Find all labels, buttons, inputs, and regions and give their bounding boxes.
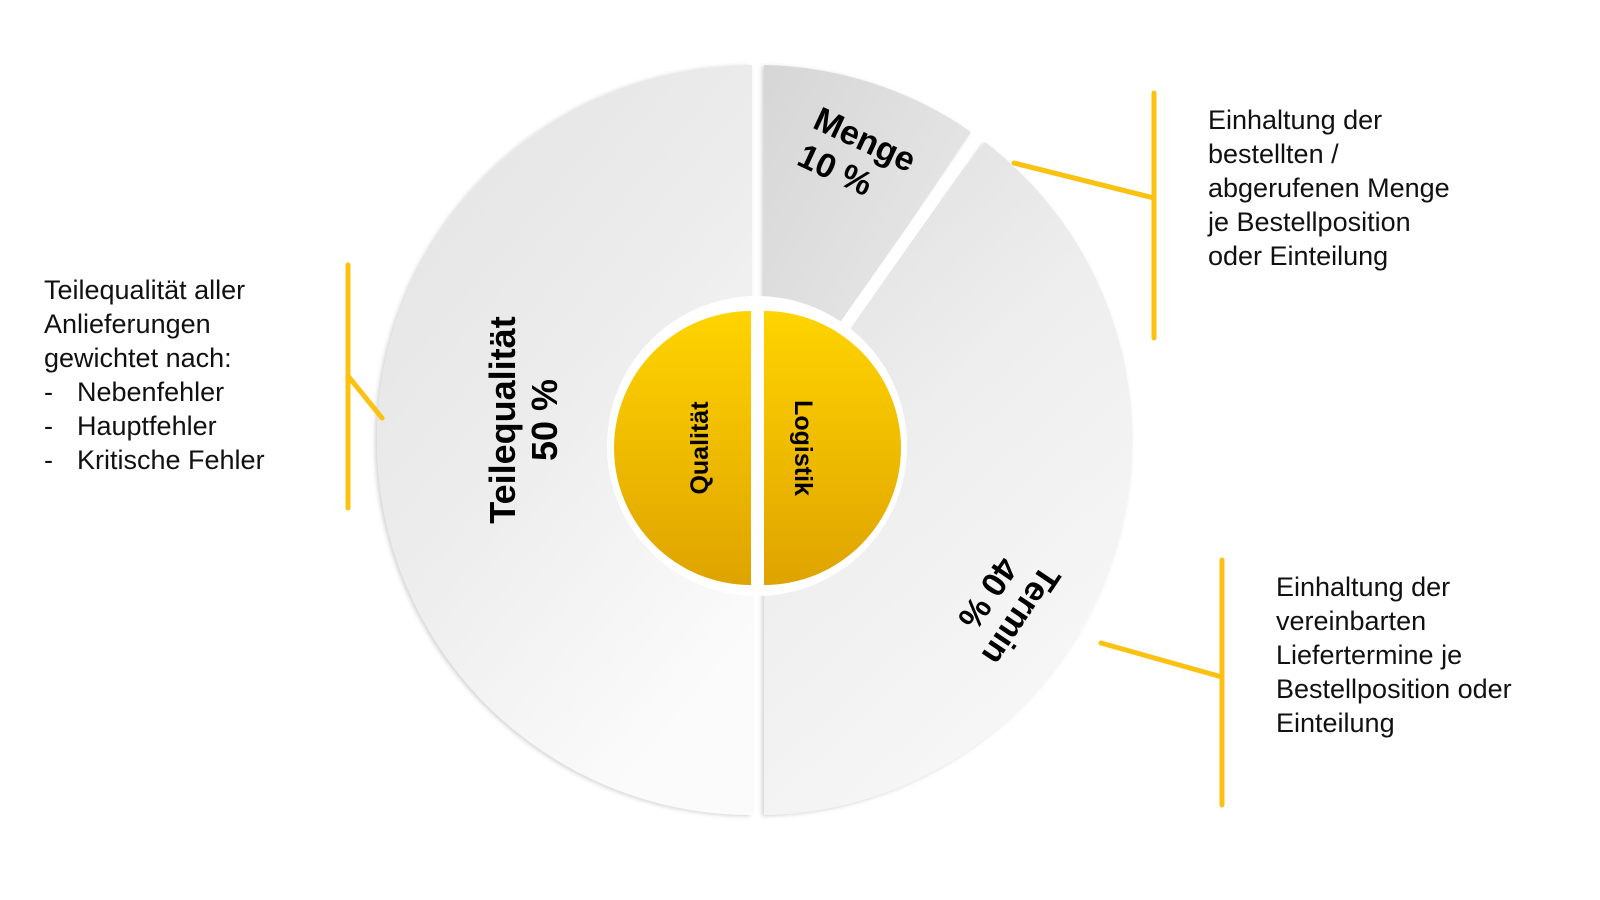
segment-divider bbox=[837, 130, 985, 334]
dash: - bbox=[44, 377, 53, 407]
inner-segment-logistik[interactable] bbox=[764, 311, 901, 585]
callout-line: vereinbarten bbox=[1276, 606, 1427, 636]
dash: - bbox=[44, 411, 53, 441]
callout-bullet: -Hauptfehler bbox=[44, 409, 265, 443]
teilequalitaet-name: Teilequalität bbox=[482, 316, 523, 523]
segment-termin[interactable] bbox=[764, 142, 1133, 815]
callout-line: bestellten / bbox=[1208, 139, 1339, 169]
callout-bracket-top-right bbox=[1011, 90, 1157, 341]
bullet-text: Nebenfehler bbox=[77, 377, 225, 407]
callout-bracket-bottom-right bbox=[1098, 557, 1225, 808]
callout-line: Teilequalität aller bbox=[44, 275, 246, 305]
bullet-text: Hauptfehler bbox=[77, 411, 217, 441]
callout-line: Einhaltung der bbox=[1208, 105, 1383, 135]
callout-line: Bestellposition oder bbox=[1276, 674, 1512, 704]
callout-text-menge: Einhaltung der bestellten / abgerufenen … bbox=[1208, 103, 1450, 273]
callout-line: Einhaltung der bbox=[1276, 572, 1451, 602]
segment-teilequalitaet[interactable] bbox=[377, 65, 752, 815]
callout-text-teilequalitaet: Teilequalität aller Anlieferungen gewich… bbox=[44, 273, 265, 477]
callout-line: je Bestellposition bbox=[1208, 207, 1411, 237]
label-teilequalitaet: Teilequalität 50 % bbox=[482, 316, 565, 523]
callout-line: Einteilung bbox=[1276, 708, 1395, 738]
dash: - bbox=[44, 445, 53, 475]
callout-bullet: -Nebenfehler bbox=[44, 375, 265, 409]
inner-segment-qualitaet[interactable] bbox=[614, 311, 751, 585]
label-logistik: Logistik bbox=[789, 400, 817, 496]
callout-bracket-left bbox=[345, 262, 385, 511]
callout-line: gewichtet nach: bbox=[44, 343, 232, 373]
callout-line: oder Einteilung bbox=[1208, 241, 1389, 271]
callout-text-termin: Einhaltung der vereinbarten Liefertermin… bbox=[1276, 570, 1512, 740]
callout-line: Anlieferungen bbox=[44, 309, 211, 339]
callout-line: Liefertermine je bbox=[1276, 640, 1463, 670]
callout-line: abgerufenen Menge bbox=[1208, 173, 1450, 203]
bullet-text: Kritische Fehler bbox=[77, 445, 265, 475]
callout-bullet: -Kritische Fehler bbox=[44, 443, 265, 477]
teilequalitaet-pct: 50 % bbox=[524, 379, 565, 461]
label-qualitaet: Qualität bbox=[686, 401, 714, 495]
